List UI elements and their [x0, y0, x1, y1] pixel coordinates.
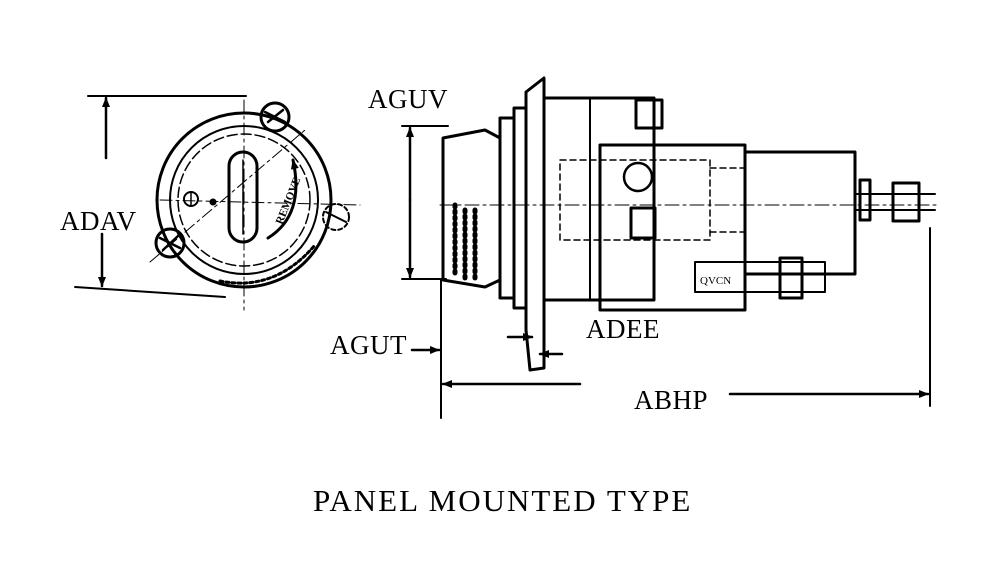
handle-slot	[227, 150, 259, 244]
bottom-terminal	[694, 261, 826, 293]
front-center-diag	[149, 129, 306, 263]
stud-washer	[858, 178, 872, 222]
bottom-screw-icon	[154, 227, 186, 259]
adav-label: ADAV	[60, 206, 137, 236]
top-nut	[634, 98, 664, 130]
front-center-h	[159, 199, 361, 206]
mounting-panel	[524, 76, 546, 372]
stud-nut	[891, 181, 921, 223]
middle-nut	[629, 206, 657, 240]
top-screw-icon	[259, 101, 291, 133]
right-tab-icon	[322, 203, 350, 231]
rear-cap	[743, 150, 857, 276]
agut-label: AGUT	[330, 330, 407, 360]
hidden-internal	[559, 159, 711, 241]
side-view: QVCN AGUV AGUT ADEE ABHP	[330, 76, 941, 419]
body-hole	[622, 161, 654, 193]
remove-arrow-icon	[266, 158, 299, 240]
small-hole-icon	[183, 191, 217, 207]
aguv-label: AGUV	[368, 84, 448, 114]
abhp-label: ABHP	[634, 385, 708, 415]
front-view: REMOVE ADAV	[60, 95, 361, 311]
flange-ring-2	[512, 106, 528, 310]
diagram-caption: PANEL MOUNTED TYPE	[313, 483, 692, 518]
adee-label: ADEE	[586, 314, 660, 344]
bottom-terminal-nut	[778, 256, 804, 300]
adav-ext-bottom	[74, 286, 226, 298]
stamp-label: QVCN	[700, 275, 731, 287]
flange-ring-1	[498, 116, 516, 300]
front-cap	[441, 128, 502, 289]
knurl-edge	[218, 243, 317, 285]
